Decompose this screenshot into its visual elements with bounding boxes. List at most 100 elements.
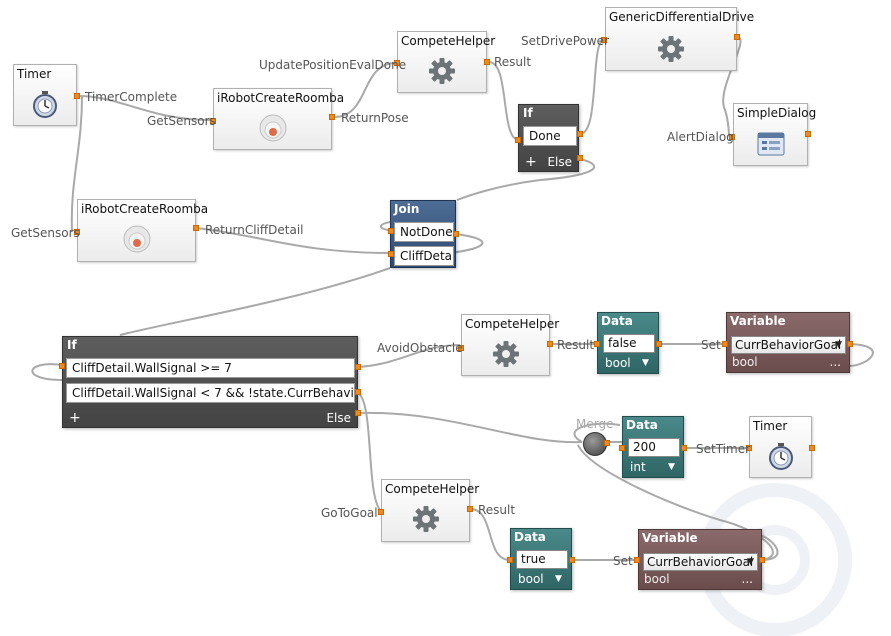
chevron-down-icon[interactable]: ▼ bbox=[555, 574, 562, 584]
roomba-node-mid[interactable]: iRobotCreateRoomba bbox=[77, 199, 208, 262]
roomba-node-top[interactable]: iRobotCreateRoomba bbox=[213, 88, 344, 150]
roomba-icon bbox=[122, 224, 152, 257]
port-label-updatepositionevaldone: UpdatePositionEvalDone bbox=[259, 58, 407, 72]
timer-bottom-in-port[interactable] bbox=[746, 445, 752, 451]
variable-node-top[interactable]: Variable CurrBehaviorGoal ▼ bool ... bbox=[726, 312, 850, 373]
port-label-result-avoid: Result bbox=[557, 338, 595, 352]
var-bottom-in-port[interactable] bbox=[634, 557, 640, 563]
competehelper-top-out-port[interactable] bbox=[484, 59, 490, 65]
if-top-in-port[interactable] bbox=[515, 137, 521, 143]
if-node-top[interactable]: If Done + Else bbox=[518, 104, 579, 172]
if-condition-2[interactable]: CliffDetail.WallSignal < 7 && !state.Cur… bbox=[66, 383, 355, 403]
chevron-down-icon[interactable]: ▼ bbox=[747, 557, 754, 567]
wire-join-if bbox=[119, 267, 391, 336]
data-200-in-port[interactable] bbox=[619, 445, 625, 451]
data-200-out-port[interactable] bbox=[681, 445, 687, 451]
variable-node-bottom[interactable]: Variable CurrBehaviorGoal ▼ bool ... bbox=[638, 529, 762, 590]
variable-select[interactable]: CurrBehaviorGoal ▼ bbox=[731, 336, 846, 354]
node-title: Variable bbox=[642, 531, 698, 545]
if-main-out-port-1[interactable] bbox=[355, 364, 361, 370]
genericdifferentialdrive-node[interactable]: GenericDifferentialDrive bbox=[605, 7, 754, 71]
join-input-cliffdetail[interactable]: CliffDetail bbox=[394, 246, 454, 266]
node-title: If bbox=[523, 106, 533, 120]
data-node-true[interactable]: Data true bool ▼ bbox=[510, 528, 572, 590]
dialog-icon bbox=[757, 132, 785, 159]
roomba-top-in-port[interactable] bbox=[210, 118, 216, 124]
timer-top-out-port[interactable] bbox=[74, 93, 80, 99]
roomba-icon bbox=[258, 113, 288, 146]
node-title: Variable bbox=[730, 314, 786, 328]
variable-selected-name: CurrBehaviorGoal bbox=[735, 338, 842, 352]
if-condition-1[interactable]: CliffDetail.WallSignal >= 7 bbox=[66, 358, 355, 378]
port-label-timercomplete: TimerComplete bbox=[85, 90, 178, 104]
competehelper-node-goal[interactable]: CompeteHelper bbox=[381, 479, 479, 542]
data-true-in-port[interactable] bbox=[507, 557, 513, 563]
stopwatch-icon bbox=[768, 443, 794, 474]
port-label-setdrivepower: SetDrivePower bbox=[521, 34, 609, 48]
data-false-in-port[interactable] bbox=[594, 341, 600, 347]
var-top-out-port[interactable] bbox=[847, 341, 853, 347]
port-label-alertdialog: AlertDialog bbox=[667, 130, 734, 144]
dialog-out-port[interactable] bbox=[805, 131, 811, 137]
if-main-out-port-2[interactable] bbox=[355, 389, 361, 395]
data-type-select[interactable]: bool bbox=[605, 356, 631, 370]
data-type-select[interactable]: bool bbox=[518, 572, 544, 586]
data-value-field[interactable]: true bbox=[516, 550, 568, 569]
roomba-mid-in-port[interactable] bbox=[74, 229, 80, 235]
goal-in-port[interactable] bbox=[378, 509, 384, 515]
variable-select[interactable]: CurrBehaviorGoal ▼ bbox=[643, 553, 758, 571]
chevron-down-icon[interactable]: ▼ bbox=[835, 340, 842, 350]
if-condition-done[interactable]: Done bbox=[523, 126, 577, 146]
join-node[interactable]: Join NotDone CliffDetail bbox=[390, 200, 456, 268]
more-options-button[interactable]: ... bbox=[741, 572, 753, 586]
data-value-field[interactable]: 200 bbox=[628, 438, 680, 457]
roomba-top-out-port[interactable] bbox=[329, 114, 335, 120]
node-title: Data bbox=[626, 418, 658, 432]
node-title: SimpleDialog bbox=[737, 106, 817, 120]
wire-if-drive bbox=[579, 39, 605, 135]
var-bottom-out-port[interactable] bbox=[759, 557, 765, 563]
data-value-field[interactable]: false bbox=[603, 334, 655, 353]
if-main-else-port[interactable] bbox=[355, 410, 361, 416]
gear-icon bbox=[427, 56, 457, 89]
chevron-down-icon[interactable]: ▼ bbox=[668, 462, 675, 472]
join-in-port-notdone[interactable] bbox=[388, 228, 394, 234]
if-node-main[interactable]: If CliffDetail.WallSignal >= 7 CliffDeta… bbox=[62, 336, 358, 428]
competehelper-node-avoid[interactable]: CompeteHelper bbox=[461, 314, 559, 376]
timer-bottom-out-port[interactable] bbox=[809, 445, 815, 451]
data-true-out-port[interactable] bbox=[569, 557, 575, 563]
avoid-out-port[interactable] bbox=[547, 341, 553, 347]
join-input-notdone[interactable]: NotDone bbox=[394, 222, 454, 242]
var-top-in-port[interactable] bbox=[722, 341, 728, 347]
if-top-else-port[interactable] bbox=[577, 155, 583, 161]
timer-node-top[interactable]: Timer bbox=[13, 64, 77, 126]
roomba-mid-out-port[interactable] bbox=[193, 225, 199, 231]
more-options-button[interactable]: ... bbox=[829, 355, 841, 369]
merge-node[interactable] bbox=[583, 432, 607, 456]
chevron-down-icon[interactable]: ▼ bbox=[642, 358, 649, 368]
drive-out-port[interactable] bbox=[734, 34, 740, 40]
avoid-in-port[interactable] bbox=[458, 345, 464, 351]
data-node-false[interactable]: Data false bool ▼ bbox=[597, 312, 659, 374]
simpledialog-node[interactable]: SimpleDialog bbox=[733, 103, 816, 166]
if-main-in-port[interactable] bbox=[59, 363, 65, 369]
add-condition-button[interactable]: + bbox=[525, 154, 537, 170]
competehelper-top-in-port[interactable] bbox=[394, 60, 400, 66]
merge-out-port[interactable] bbox=[604, 440, 610, 446]
wire-var-loop bbox=[848, 343, 874, 367]
join-out-port[interactable] bbox=[453, 231, 459, 237]
node-title: Data bbox=[514, 530, 546, 544]
join-in-port-cliffdetail[interactable] bbox=[388, 251, 394, 257]
drive-in-port[interactable] bbox=[601, 37, 607, 43]
add-condition-button[interactable]: + bbox=[69, 410, 81, 426]
data-type-select[interactable]: int bbox=[630, 460, 646, 474]
goal-out-port[interactable] bbox=[467, 506, 473, 512]
timer-node-bottom[interactable]: Timer bbox=[749, 416, 812, 478]
dialog-in-port[interactable] bbox=[729, 134, 735, 140]
if-top-out-port[interactable] bbox=[577, 131, 583, 137]
competehelper-node-top[interactable]: CompeteHelper bbox=[397, 31, 495, 93]
data-false-out-port[interactable] bbox=[656, 341, 662, 347]
merge-label: Merge bbox=[576, 417, 614, 431]
data-node-200[interactable]: Data 200 int ▼ bbox=[622, 416, 684, 478]
